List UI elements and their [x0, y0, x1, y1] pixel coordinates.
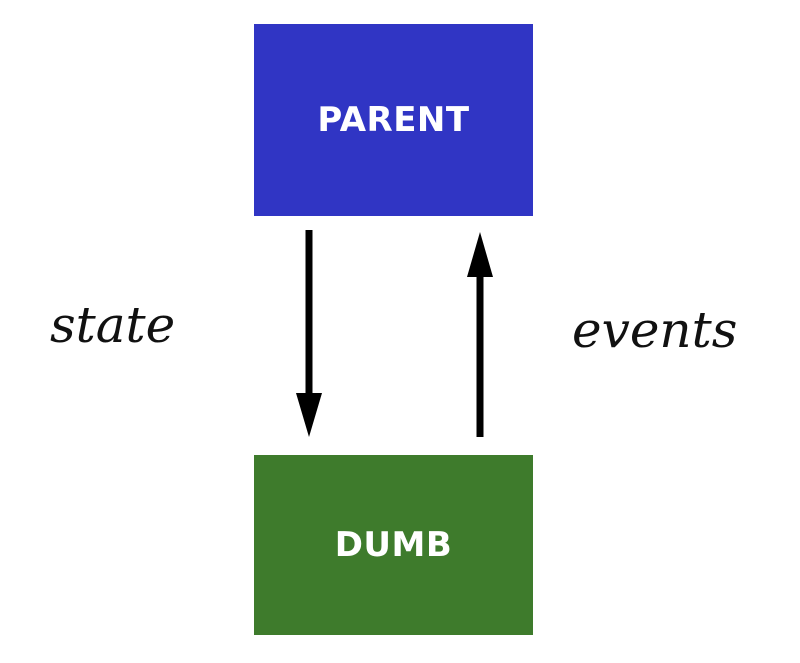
dumb-node-label: DUMB: [334, 525, 453, 565]
parent-node: PARENT: [254, 24, 533, 216]
events-label: events: [572, 301, 738, 359]
parent-node-label: PARENT: [317, 100, 470, 140]
state-arrowhead: [296, 393, 322, 437]
events-arrowhead: [467, 232, 493, 277]
dumb-node: DUMB: [254, 455, 533, 635]
events-arrow: [467, 232, 493, 437]
state-arrow: [296, 230, 322, 437]
state-label: state: [50, 296, 176, 354]
